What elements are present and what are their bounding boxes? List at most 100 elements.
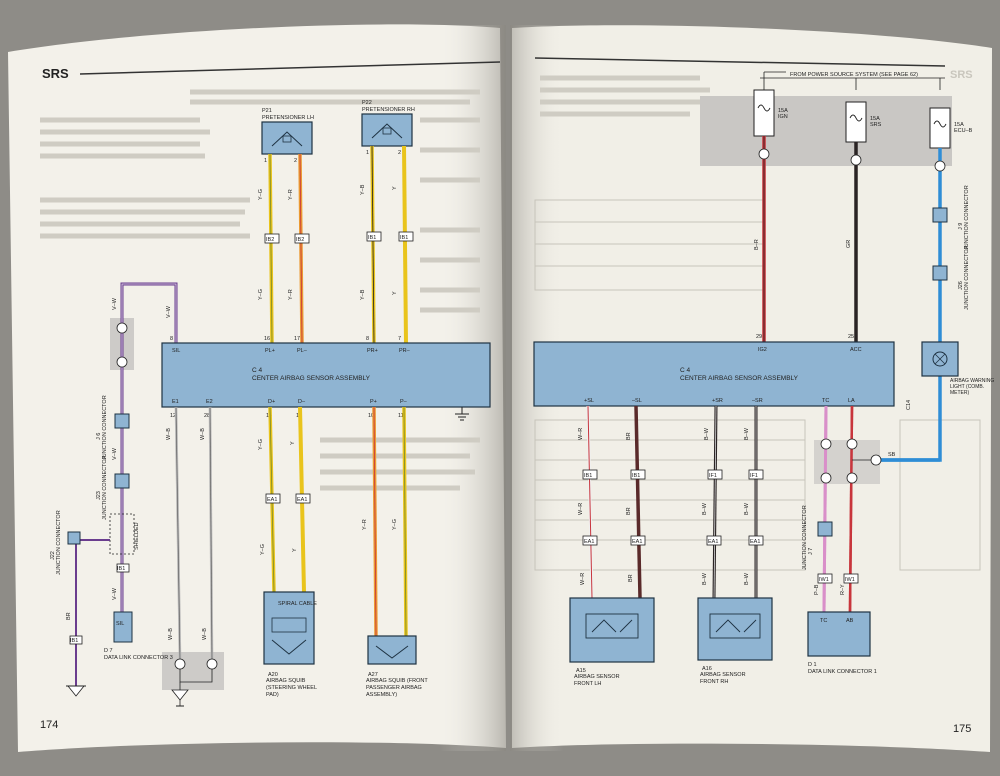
svg-text:ACC: ACC [850, 347, 862, 353]
svg-text:V–W: V–W [112, 587, 118, 600]
svg-text:Y–G: Y–G [258, 289, 264, 300]
connector-e2-ground [206, 658, 218, 670]
junction-j6 [114, 413, 130, 429]
pretensioner-lh-symbol [271, 131, 303, 147]
connector-e1-ground [174, 658, 186, 670]
svg-text:J26: J26 [958, 281, 964, 290]
svg-text:29: 29 [756, 334, 762, 340]
svg-text:P–B: P–B [814, 584, 820, 595]
a20-name: AIRBAG SQUIB (STEERING WHEEL PAD) [266, 678, 317, 698]
svg-text:V–W: V–W [112, 447, 118, 460]
svg-text:JUNCTION CONNECTOR: JUNCTION CONNECTOR [102, 395, 108, 460]
svg-text:IF1: IF1 [709, 473, 717, 479]
svg-text:IB1: IB1 [368, 235, 376, 241]
svg-text:SPIRAL CABLE: SPIRAL CABLE [278, 601, 317, 607]
fuse-highlight-band [700, 96, 952, 166]
header-rule-left [79, 61, 501, 75]
svg-text:JUNCTION CONNECTOR: JUNCTION CONNECTOR [802, 505, 808, 570]
pretensioner-rh-symbol [371, 123, 403, 139]
junction-j26 [932, 265, 948, 281]
a27-name: AIRBAG SQUIB (FRONT PASSENGER AIRBAG ASS… [366, 678, 428, 698]
svg-text:16: 16 [264, 336, 270, 342]
data-link-connector-3 [113, 611, 133, 643]
svg-text:Y–R: Y–R [362, 519, 368, 530]
page-number-right: 175 [953, 723, 971, 735]
connector-ib2-lh: IB2 IB2 [264, 233, 310, 244]
highlight-band-ground [162, 652, 224, 690]
svg-text:J 6: J 6 [96, 433, 102, 440]
junction-j23 [114, 473, 130, 489]
svg-text:Y–G: Y–G [260, 544, 266, 555]
wire-shield-drain [75, 539, 110, 690]
svg-text:DATA LINK CONNECTOR 3: DATA LINK CONNECTOR 3 [104, 655, 173, 661]
junction-j22 [67, 531, 81, 545]
svg-text:IB1: IB1 [400, 235, 408, 241]
svg-text:V–W: V–W [112, 297, 118, 310]
svg-text:BR: BR [66, 612, 72, 620]
svg-text:15A: 15A [870, 116, 880, 122]
svg-text:+SR: +SR [712, 398, 723, 404]
svg-text:SIL: SIL [116, 621, 124, 627]
wire-label-p22-1: Y–B [360, 184, 366, 195]
svg-text:D–: D– [298, 399, 306, 405]
svg-text:SRS: SRS [870, 122, 882, 128]
center-airbag-sensor-right [533, 341, 895, 407]
p21-name: PRETENSIONER LH [262, 115, 314, 121]
svg-text:B–W: B–W [744, 427, 750, 440]
wire-sl-minus [634, 405, 642, 599]
svg-text:W–B: W–B [168, 628, 174, 640]
svg-text:8: 8 [170, 336, 173, 342]
svg-text:10: 10 [368, 413, 374, 419]
center-right-code: C 4 [680, 367, 691, 374]
svg-text:EA1: EA1 [632, 539, 642, 545]
center-right-name: CENTER AIRBAG SENSOR ASSEMBLY [680, 375, 799, 382]
svg-text:11: 11 [398, 413, 404, 419]
svg-text:17: 17 [294, 336, 300, 342]
svg-text:EA1: EA1 [708, 539, 718, 545]
connector-ib1-rh: IB1 IB1 [366, 231, 414, 242]
svg-text:Y–G: Y–G [258, 439, 264, 450]
svg-text:IG2: IG2 [758, 347, 767, 353]
svg-text:EA1: EA1 [297, 497, 307, 503]
airbag-sensor-front-lh [569, 597, 655, 663]
a20-code: A20 [268, 672, 278, 678]
svg-text:Y–B: Y–B [360, 289, 366, 300]
center-left-code: C 4 [252, 367, 263, 374]
shield-box [109, 513, 135, 555]
svg-text:JUNCTION CONNECTOR: JUNCTION CONNECTOR [102, 455, 108, 520]
svg-text:–SR: –SR [752, 398, 763, 404]
svg-text:Y: Y [290, 441, 296, 445]
wire-label-p21-1: Y–G [258, 189, 264, 200]
svg-text:IB1: IB1 [117, 566, 125, 572]
svg-text:TC: TC [822, 398, 829, 404]
connector-e1-spiral [265, 493, 281, 504]
svg-text:J22: J22 [50, 551, 56, 560]
pretensioner-rh [361, 113, 413, 147]
airbag-sensor-front-rh [697, 597, 773, 661]
svg-text:D+: D+ [268, 399, 275, 405]
svg-text:BR: BR [628, 574, 634, 582]
svg-text:Y: Y [292, 548, 298, 552]
svg-text:IB1: IB1 [70, 638, 78, 644]
fuse-ecu-b: 15A ECU–B [929, 107, 973, 149]
junction-j7 [817, 521, 833, 537]
p22-code: P22 [362, 100, 372, 106]
svg-text:PR+: PR+ [367, 348, 378, 354]
page-number-left: 174 [40, 719, 58, 731]
svg-text:EA1: EA1 [750, 539, 760, 545]
connectors-ef-right: EA1 EA1 EA1 EA1 [582, 535, 764, 546]
d1-name: DATA LINK CONNECTOR 1 [808, 669, 877, 675]
airbag-squib-front-passenger [367, 635, 417, 665]
connectors-ib-right: IB1 IB1 IF1 IF1 [582, 469, 764, 480]
svg-text:1: 1 [264, 158, 267, 164]
svg-text:B–W: B–W [702, 572, 708, 585]
svg-text:BR: BR [626, 507, 632, 515]
wire-p22-2 [402, 145, 408, 344]
svg-text:IB1: IB1 [584, 473, 592, 479]
svg-text:W–R: W–R [580, 573, 586, 585]
svg-text:JUNCTION CONNECTOR: JUNCTION CONNECTOR [56, 510, 62, 575]
center-left-name: CENTER AIRBAG SENSOR ASSEMBLY [252, 375, 371, 382]
wire-label-p22-2: Y [392, 186, 398, 190]
section-title: SRS [42, 66, 69, 81]
svg-text:12: 12 [170, 413, 176, 419]
